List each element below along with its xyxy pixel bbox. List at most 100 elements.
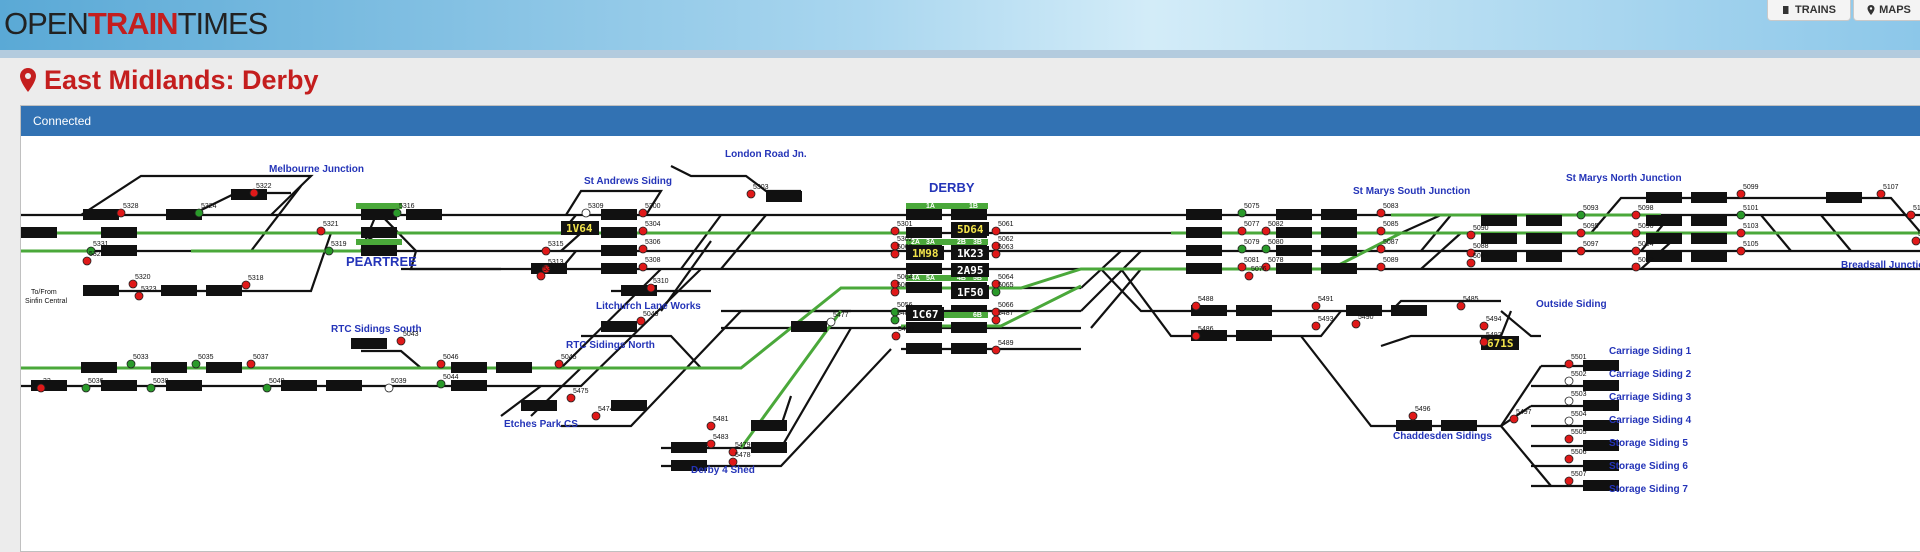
signal-lamp[interactable] — [1876, 189, 1886, 199]
signal-lamp[interactable] — [1631, 246, 1641, 256]
headcode-671s[interactable]: 671S — [1487, 337, 1514, 350]
signal-32[interactable]: 32 — [36, 378, 51, 393]
signal-lamp[interactable] — [1244, 271, 1254, 281]
signal-lamp[interactable] — [728, 447, 738, 457]
signal-lamp[interactable] — [1376, 226, 1386, 236]
signal-lamp[interactable] — [1631, 262, 1641, 272]
signal-lamp[interactable] — [128, 279, 138, 289]
signal-lamp[interactable] — [638, 208, 648, 218]
signal-5483[interactable]: 5483 — [706, 434, 729, 449]
signal-5056[interactable]: 5056 — [890, 302, 913, 317]
signal-5497[interactable]: 5497 — [1509, 409, 1532, 424]
signal-lamp[interactable] — [1906, 210, 1916, 220]
signal-5096[interactable]: 5096 — [1631, 223, 1654, 238]
headcode-5d64[interactable]: 5D64 — [957, 223, 984, 236]
signal-5322[interactable]: 5322 — [249, 183, 272, 198]
signal-5098[interactable]: 5098 — [1631, 205, 1654, 220]
signal-lamp[interactable] — [1564, 416, 1574, 426]
signal-lamp[interactable] — [890, 226, 900, 236]
signal-lamp[interactable] — [1631, 228, 1641, 238]
signal-lamp[interactable] — [581, 208, 591, 218]
signal-5076[interactable]: 5076 — [1244, 266, 1267, 281]
signal-5080[interactable]: 5080 — [1261, 239, 1284, 254]
signal-lamp[interactable] — [1466, 230, 1476, 240]
signal-lamp[interactable] — [1564, 376, 1574, 386]
signal-lamp[interactable] — [1408, 411, 1418, 421]
signal-5320[interactable]: 5320 — [128, 274, 151, 289]
signal-lamp[interactable] — [1376, 244, 1386, 254]
signal-5484[interactable]: 5484 — [890, 310, 913, 325]
signal-lamp[interactable] — [1466, 248, 1476, 258]
signal-lamp[interactable] — [436, 379, 446, 389]
signal-lamp[interactable] — [134, 291, 144, 301]
signal-5311[interactable]: 5311 — [536, 266, 558, 281]
signal-5062[interactable]: 5062 — [991, 236, 1014, 251]
signal-lamp[interactable] — [1911, 236, 1920, 246]
signal-lamp[interactable] — [1237, 262, 1247, 272]
signal-5082[interactable]: 5082 — [1261, 221, 1284, 236]
signal-lamp[interactable] — [392, 208, 402, 218]
signal-5075[interactable]: 5075 — [1237, 203, 1260, 218]
signal-lamp[interactable] — [249, 188, 259, 198]
signal-5496[interactable]: 5496 — [1408, 406, 1431, 421]
signal-5033[interactable]: 5033 — [126, 354, 149, 369]
signal-lamp[interactable] — [1631, 210, 1641, 220]
signal-lamp[interactable] — [1191, 301, 1201, 311]
signal-5485[interactable]: 5485 — [1456, 296, 1479, 311]
signal-5503[interactable]: 5503 — [1564, 391, 1587, 406]
signal-5300[interactable]: 5300 — [638, 203, 661, 218]
signal-lamp[interactable] — [81, 383, 91, 393]
signal-lamp[interactable] — [324, 246, 334, 256]
signal-5094[interactable]: 5094 — [1631, 241, 1654, 256]
signal-5040[interactable]: 5040 — [262, 378, 285, 393]
train-headcodes[interactable]: 1V64 5D64 1M98 1K23 2A95 1F50 1C67 671S — [561, 221, 1519, 350]
signal-lamp[interactable] — [1479, 321, 1489, 331]
signal-5104[interactable]: 5104 — [1911, 231, 1920, 246]
signal-5318[interactable]: 5318 — [241, 275, 264, 290]
signal-5490[interactable]: 5490 — [1351, 314, 1374, 329]
nav-maps-button[interactable]: MAPS — [1853, 0, 1920, 21]
signal-lamp[interactable] — [86, 246, 96, 256]
signal-5097[interactable]: 5097 — [1576, 241, 1599, 256]
signal-lamp[interactable] — [191, 359, 201, 369]
signal-lamp[interactable] — [1261, 244, 1271, 254]
signal-5105[interactable]: 5105 — [1736, 241, 1759, 256]
headcode-1k23[interactable]: 1K23 — [957, 247, 984, 260]
signal-lamp[interactable] — [891, 331, 901, 341]
signal-lamp[interactable] — [1311, 321, 1321, 331]
signal-5079[interactable]: 5079 — [1237, 239, 1260, 254]
signal-lamp[interactable] — [396, 336, 406, 346]
signal-5084[interactable]: 5084 — [1466, 253, 1489, 268]
signal-5319[interactable]: 5319 — [324, 241, 347, 256]
signal-lamp[interactable] — [1576, 246, 1586, 256]
signal-5494[interactable]: 5494 — [1479, 316, 1502, 331]
signal-5061[interactable]: 5061 — [991, 221, 1014, 236]
signals[interactable]: 5328532253245321531653195331532953205323… — [36, 183, 1920, 486]
signal-5101[interactable]: 5101 — [1736, 205, 1759, 220]
signal-5477[interactable]: 5477 — [826, 312, 849, 327]
signal-5316[interactable]: 5316 — [392, 203, 415, 218]
signal-5475[interactable]: 5475 — [566, 388, 589, 403]
signal-lamp[interactable] — [1736, 210, 1746, 220]
signal-lamp[interactable] — [116, 208, 126, 218]
signal-lamp[interactable] — [826, 317, 836, 327]
signal-5083[interactable]: 5083 — [1376, 203, 1399, 218]
signal-lamp[interactable] — [1261, 226, 1271, 236]
headcode-1m98[interactable]: 1M98 — [912, 247, 939, 260]
headcode-1f50[interactable]: 1F50 — [957, 286, 984, 299]
signal-5046[interactable]: 5046 — [436, 354, 459, 369]
signal-5323[interactable]: 5323 — [134, 286, 157, 301]
signal-5087[interactable]: 5087 — [1376, 239, 1399, 254]
signal-5486[interactable]: 5486 — [1191, 326, 1214, 341]
signal-lamp[interactable] — [636, 316, 646, 326]
signal-5493[interactable]: 5493 — [1311, 316, 1334, 331]
signal-5089[interactable]: 5089 — [1376, 257, 1399, 272]
signal-5506[interactable]: 5506 — [1564, 449, 1587, 464]
signal-lamp[interactable] — [646, 283, 656, 293]
signal-5304[interactable]: 5304 — [638, 221, 661, 236]
signal-5037[interactable]: 5037 — [246, 354, 269, 369]
signal-5099[interactable]: 5099 — [1736, 184, 1759, 199]
signal-5492[interactable]: 5492 — [1479, 332, 1502, 347]
signal-5315[interactable]: 5315 — [541, 241, 564, 256]
signal-5474[interactable]: 5474 — [591, 406, 614, 421]
